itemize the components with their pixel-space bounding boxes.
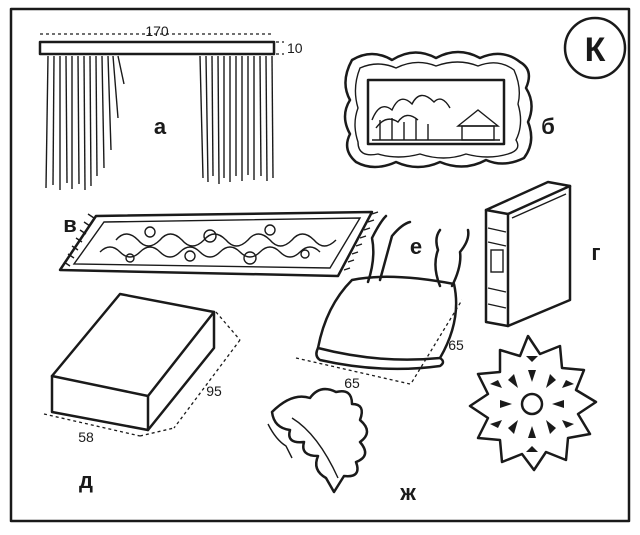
curtain-rod (38, 40, 276, 56)
leaf-fold (267, 423, 293, 459)
carpet-illustration: в (58, 210, 379, 278)
cushion-edge (315, 346, 445, 371)
curtain-width-dimension: 170 (145, 23, 169, 39)
leaf-illustration: ж (267, 387, 416, 505)
badge-letter: К (585, 31, 606, 69)
curtain-left-panel (45, 55, 125, 191)
badge-circle (563, 16, 627, 80)
label-zh: ж (399, 480, 416, 505)
picture-landscape (371, 94, 500, 141)
framed-picture-illustration: б (343, 50, 555, 169)
block-top-face (50, 292, 216, 398)
block-depth-dimension: 95 (206, 383, 222, 399)
sheet-border (9, 7, 631, 523)
snowflake-center (520, 392, 544, 416)
cushion-front-dimension: 65 (344, 375, 360, 391)
leaf-outline (270, 387, 369, 494)
carpet-fringe-right (343, 211, 379, 271)
picture-canvas (366, 78, 506, 146)
picture-frame-outer (343, 50, 533, 169)
label-v: в (63, 212, 77, 237)
block-width-dimension: 58 (78, 429, 94, 445)
label-g: г (591, 240, 600, 265)
cushion-ties-left (366, 214, 412, 284)
block-depth-dimension-line-top (215, 311, 241, 341)
block-front-face (50, 374, 150, 432)
label-d: д (79, 468, 93, 493)
block-depth-dimension-line (173, 339, 241, 429)
cushion-side-dimension: 65 (448, 337, 464, 353)
leaf-vein (291, 417, 339, 479)
block-side-face (146, 310, 216, 432)
label-a: а (154, 114, 167, 139)
carpet-border (72, 217, 362, 269)
block-width-dimension-line (43, 413, 141, 437)
book-page-line (511, 193, 567, 219)
snowflake-cutouts (490, 356, 574, 452)
book-illustration: г (484, 180, 601, 328)
carpet-pattern (99, 224, 337, 265)
curtain-right-panel (199, 55, 274, 185)
curtain-rod-dimension: 10 (287, 40, 303, 56)
label-e: е (410, 234, 422, 259)
carpet-fringe-left (63, 213, 95, 267)
label-b: б (541, 114, 555, 139)
carpet-outline (58, 210, 374, 278)
picture-frame-inner (354, 61, 522, 159)
cushion-top (316, 275, 458, 361)
badge: К (563, 16, 627, 80)
cushion-illustration: е 65 65 (295, 214, 470, 391)
book-outline (484, 180, 572, 328)
curtains-illustration: 170 10 а (38, 23, 303, 191)
cushion-ties-right (434, 228, 470, 288)
snowflake-illustration (468, 334, 598, 472)
book-spine-bands (487, 227, 507, 309)
cushion-side-dimension-line (411, 299, 463, 383)
block-illustration: 95 58 д (43, 292, 241, 493)
snowflake-outline (468, 334, 598, 472)
cushion-front-dimension-line (295, 357, 411, 385)
